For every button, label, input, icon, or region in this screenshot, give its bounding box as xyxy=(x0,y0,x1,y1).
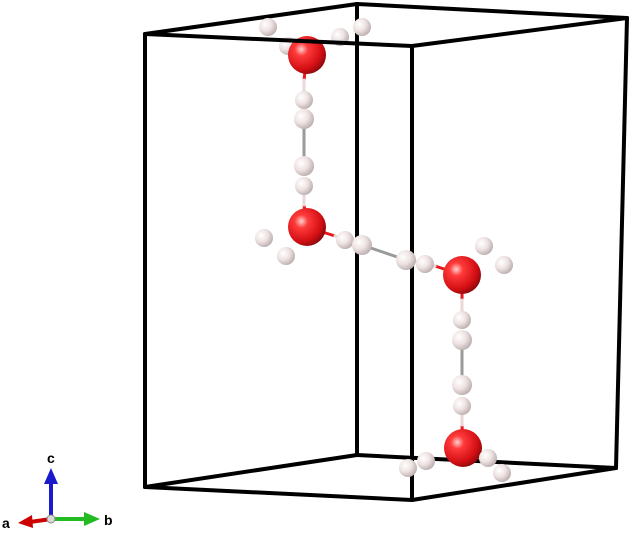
hydrogen-atom xyxy=(336,231,354,249)
hydrogen-atom xyxy=(452,375,472,395)
hydrogen-atom xyxy=(353,18,371,36)
hydrogen-atom xyxy=(493,464,511,482)
hydrogen-atom xyxy=(416,255,434,273)
cell-edge xyxy=(143,453,359,489)
hydrogen-atom xyxy=(294,109,314,129)
hydrogen-atom xyxy=(475,237,493,255)
oxygen-atom xyxy=(288,36,326,74)
hydrogen-atom xyxy=(277,247,295,265)
hydrogen-atom xyxy=(452,330,472,350)
unit-cell-back xyxy=(143,2,629,489)
water-molecule xyxy=(255,156,372,265)
hydrogen-atom xyxy=(255,229,273,247)
c-axis-label: c xyxy=(47,450,55,466)
hydrogen-atom xyxy=(495,256,513,274)
cell-edge xyxy=(143,32,414,48)
axis-origin xyxy=(46,514,56,524)
oxygen-atom xyxy=(443,256,481,294)
cell-edge xyxy=(143,2,359,36)
hydrogen-atom xyxy=(453,311,471,329)
hydrogen-atom xyxy=(294,156,314,176)
bonds xyxy=(302,53,465,450)
hydrogen-atom xyxy=(352,235,372,255)
hydrogen-atom xyxy=(259,18,277,36)
cell-edge xyxy=(614,16,629,470)
water-molecule xyxy=(259,18,371,129)
water-molecule xyxy=(396,237,513,350)
a-axis-label: a xyxy=(2,515,10,531)
hydrogen-atom xyxy=(417,452,435,470)
hydrogen-atom xyxy=(295,91,313,109)
c-axis-arrowhead xyxy=(44,468,58,484)
cell-edge xyxy=(410,16,629,48)
a-axis-arrowhead xyxy=(18,515,33,528)
hydrogen-atom xyxy=(479,449,497,467)
hydrogen-atom xyxy=(453,397,471,415)
cell-edge xyxy=(355,2,629,20)
hydrogen-atom xyxy=(295,177,313,195)
axis-indicator: c b a xyxy=(2,450,113,531)
water-molecule xyxy=(399,375,511,482)
oxygen-atom xyxy=(288,208,326,246)
cell-edge xyxy=(143,485,414,502)
cell-edge xyxy=(410,466,618,502)
b-axis-label: b xyxy=(104,512,113,528)
hydrogen-atom xyxy=(396,250,416,270)
unit-cell-front xyxy=(143,16,629,502)
oxygen-atom xyxy=(444,429,482,467)
hydrogen-atom xyxy=(399,459,417,477)
b-axis-arrowhead xyxy=(84,512,100,526)
